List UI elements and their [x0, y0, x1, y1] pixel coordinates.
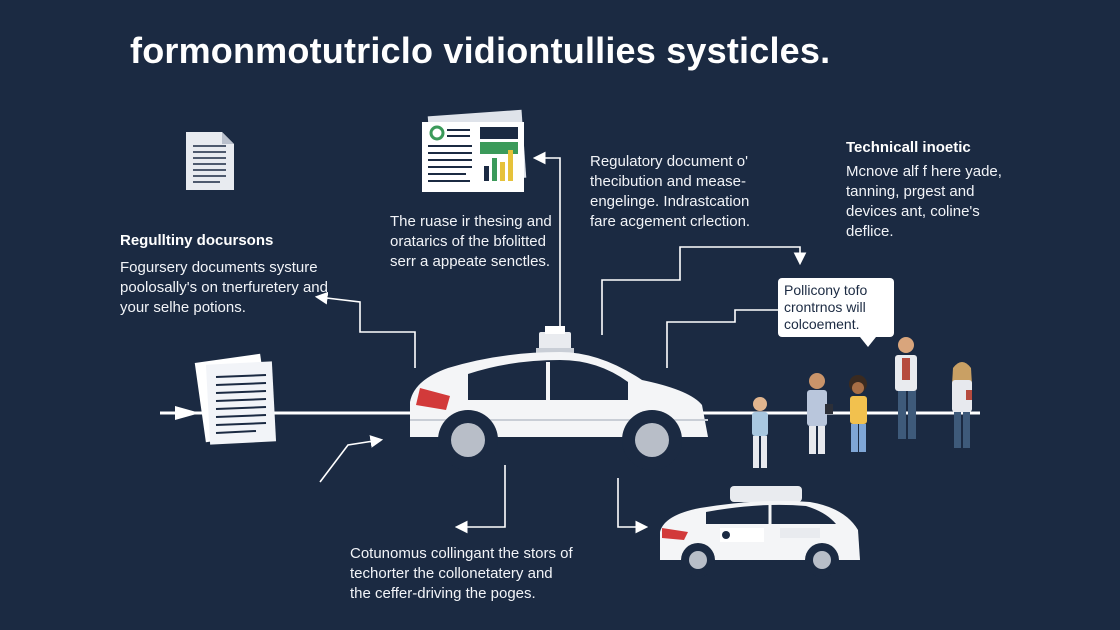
document-icon	[186, 132, 234, 190]
bottom-note-line: the ceffer-driving the poges.	[350, 585, 536, 602]
center-note-line: The ruase ir thesing and	[390, 213, 552, 230]
technical-heading: Technicall inoetic	[846, 139, 971, 156]
regulatory-note-line: thecibution and mease-	[590, 173, 746, 190]
technical-line: Mcnove alf f here yade,	[846, 163, 1002, 180]
connector-arrows	[314, 151, 807, 534]
regulatory-note-line: engelinge. Indrastcation	[590, 193, 750, 210]
technical-line: devices ant, coline's	[846, 203, 980, 220]
bottom-note-line: Cotunomus collingant the stors of	[350, 545, 573, 562]
regulatory-document-note: Regulatory document o' thecibution and m…	[590, 152, 750, 232]
page-title: formonmotutriclo vidiontullies systicles…	[130, 30, 831, 71]
lidar-sensor-icon	[536, 326, 574, 354]
autonomous-car-main	[410, 326, 708, 470]
report-icon	[422, 109, 527, 192]
bubble-line: colcoement.	[784, 316, 860, 332]
regulatory-note-line: fare acgement crlection.	[590, 213, 751, 230]
speech-bubble: Pollicony tofo crontrnos will colcoement…	[778, 278, 894, 347]
technical-description: Mcnove alf f here yade, tanning, prgest …	[846, 162, 1002, 242]
people-group	[752, 337, 972, 468]
center-note-line: serr a appeate senctles.	[390, 253, 551, 270]
regulatory-heading: Regulltiny docursons	[120, 232, 274, 249]
bottom-note-line: techorter the collonetatery and	[350, 565, 553, 582]
autonomous-car-small	[660, 486, 860, 577]
bottom-note: Cotunomus collingant the stors of techor…	[350, 544, 573, 604]
regulatory-description: Fogursery documents systure poolosally's…	[120, 258, 328, 318]
regulatory-line: poolosally's on tnerfuretery and	[120, 279, 328, 296]
regulatory-line: your selhe potions.	[120, 299, 246, 316]
regulatory-note-line: Regulatory document o'	[590, 153, 748, 170]
center-note-line: oratarics of the bfolitted	[390, 233, 546, 250]
regulatory-line: Fogursery documents systure	[120, 259, 318, 276]
center-note: The ruase ir thesing and oratarics of th…	[390, 212, 552, 272]
document-stack-icon	[194, 353, 277, 445]
technical-line: tanning, prgest and	[846, 183, 975, 200]
bubble-line: Pollicony tofo	[784, 282, 868, 298]
technical-line: deflice.	[846, 223, 894, 240]
bubble-line: crontrnos will	[784, 299, 866, 315]
